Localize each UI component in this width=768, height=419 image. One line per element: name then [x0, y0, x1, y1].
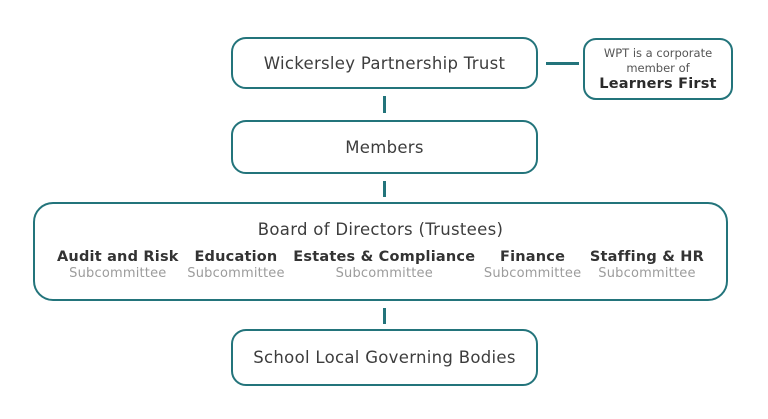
subcommittee-label: Subcommittee — [69, 266, 167, 281]
connector-members-to-board — [383, 181, 386, 197]
subcommittee-label: Subcommittee — [187, 266, 285, 281]
subcommittee-row: Audit and Risk Subcommittee Education Su… — [35, 249, 726, 281]
subcommittee-name: Education — [194, 249, 278, 265]
subcommittee-estates-compliance: Estates & Compliance Subcommittee — [293, 249, 475, 281]
subcommittee-name: Estates & Compliance — [293, 249, 476, 265]
subcommittee-staffing-hr: Staffing & HR Subcommittee — [590, 249, 704, 281]
subcommittee-name: Finance — [500, 249, 566, 265]
node-members: Members — [231, 120, 538, 174]
governing-bodies-label: School Local Governing Bodies — [253, 348, 516, 367]
subcommittee-name: Audit and Risk — [57, 249, 179, 265]
note-text: WPT is a corporate member of — [603, 45, 713, 75]
connector-trust-to-note — [546, 62, 579, 65]
board-title: Board of Directors (Trustees) — [257, 220, 504, 239]
node-learners-first-note: WPT is a corporate member of Learners Fi… — [583, 38, 733, 100]
note-learners-first: Learners First — [599, 76, 717, 93]
subcommittee-name: Staffing & HR — [589, 249, 704, 265]
subcommittee-finance: Finance Subcommittee — [484, 249, 581, 281]
node-wickersley-partnership-trust: Wickersley Partnership Trust — [231, 37, 538, 89]
node-school-local-governing-bodies: School Local Governing Bodies — [231, 329, 538, 386]
subcommittee-audit-and-risk: Audit and Risk Subcommittee — [57, 249, 179, 281]
subcommittee-education: Education Subcommittee — [187, 249, 284, 281]
subcommittee-label: Subcommittee — [483, 266, 582, 281]
node-board-of-directors: Board of Directors (Trustees) Audit and … — [33, 202, 728, 301]
members-label: Members — [345, 137, 424, 157]
trust-label: Wickersley Partnership Trust — [263, 53, 506, 73]
connector-trust-to-members — [383, 96, 386, 113]
subcommittee-label: Subcommittee — [598, 266, 696, 281]
subcommittee-label: Subcommittee — [335, 266, 433, 281]
connector-board-to-governing-bodies — [383, 308, 386, 324]
